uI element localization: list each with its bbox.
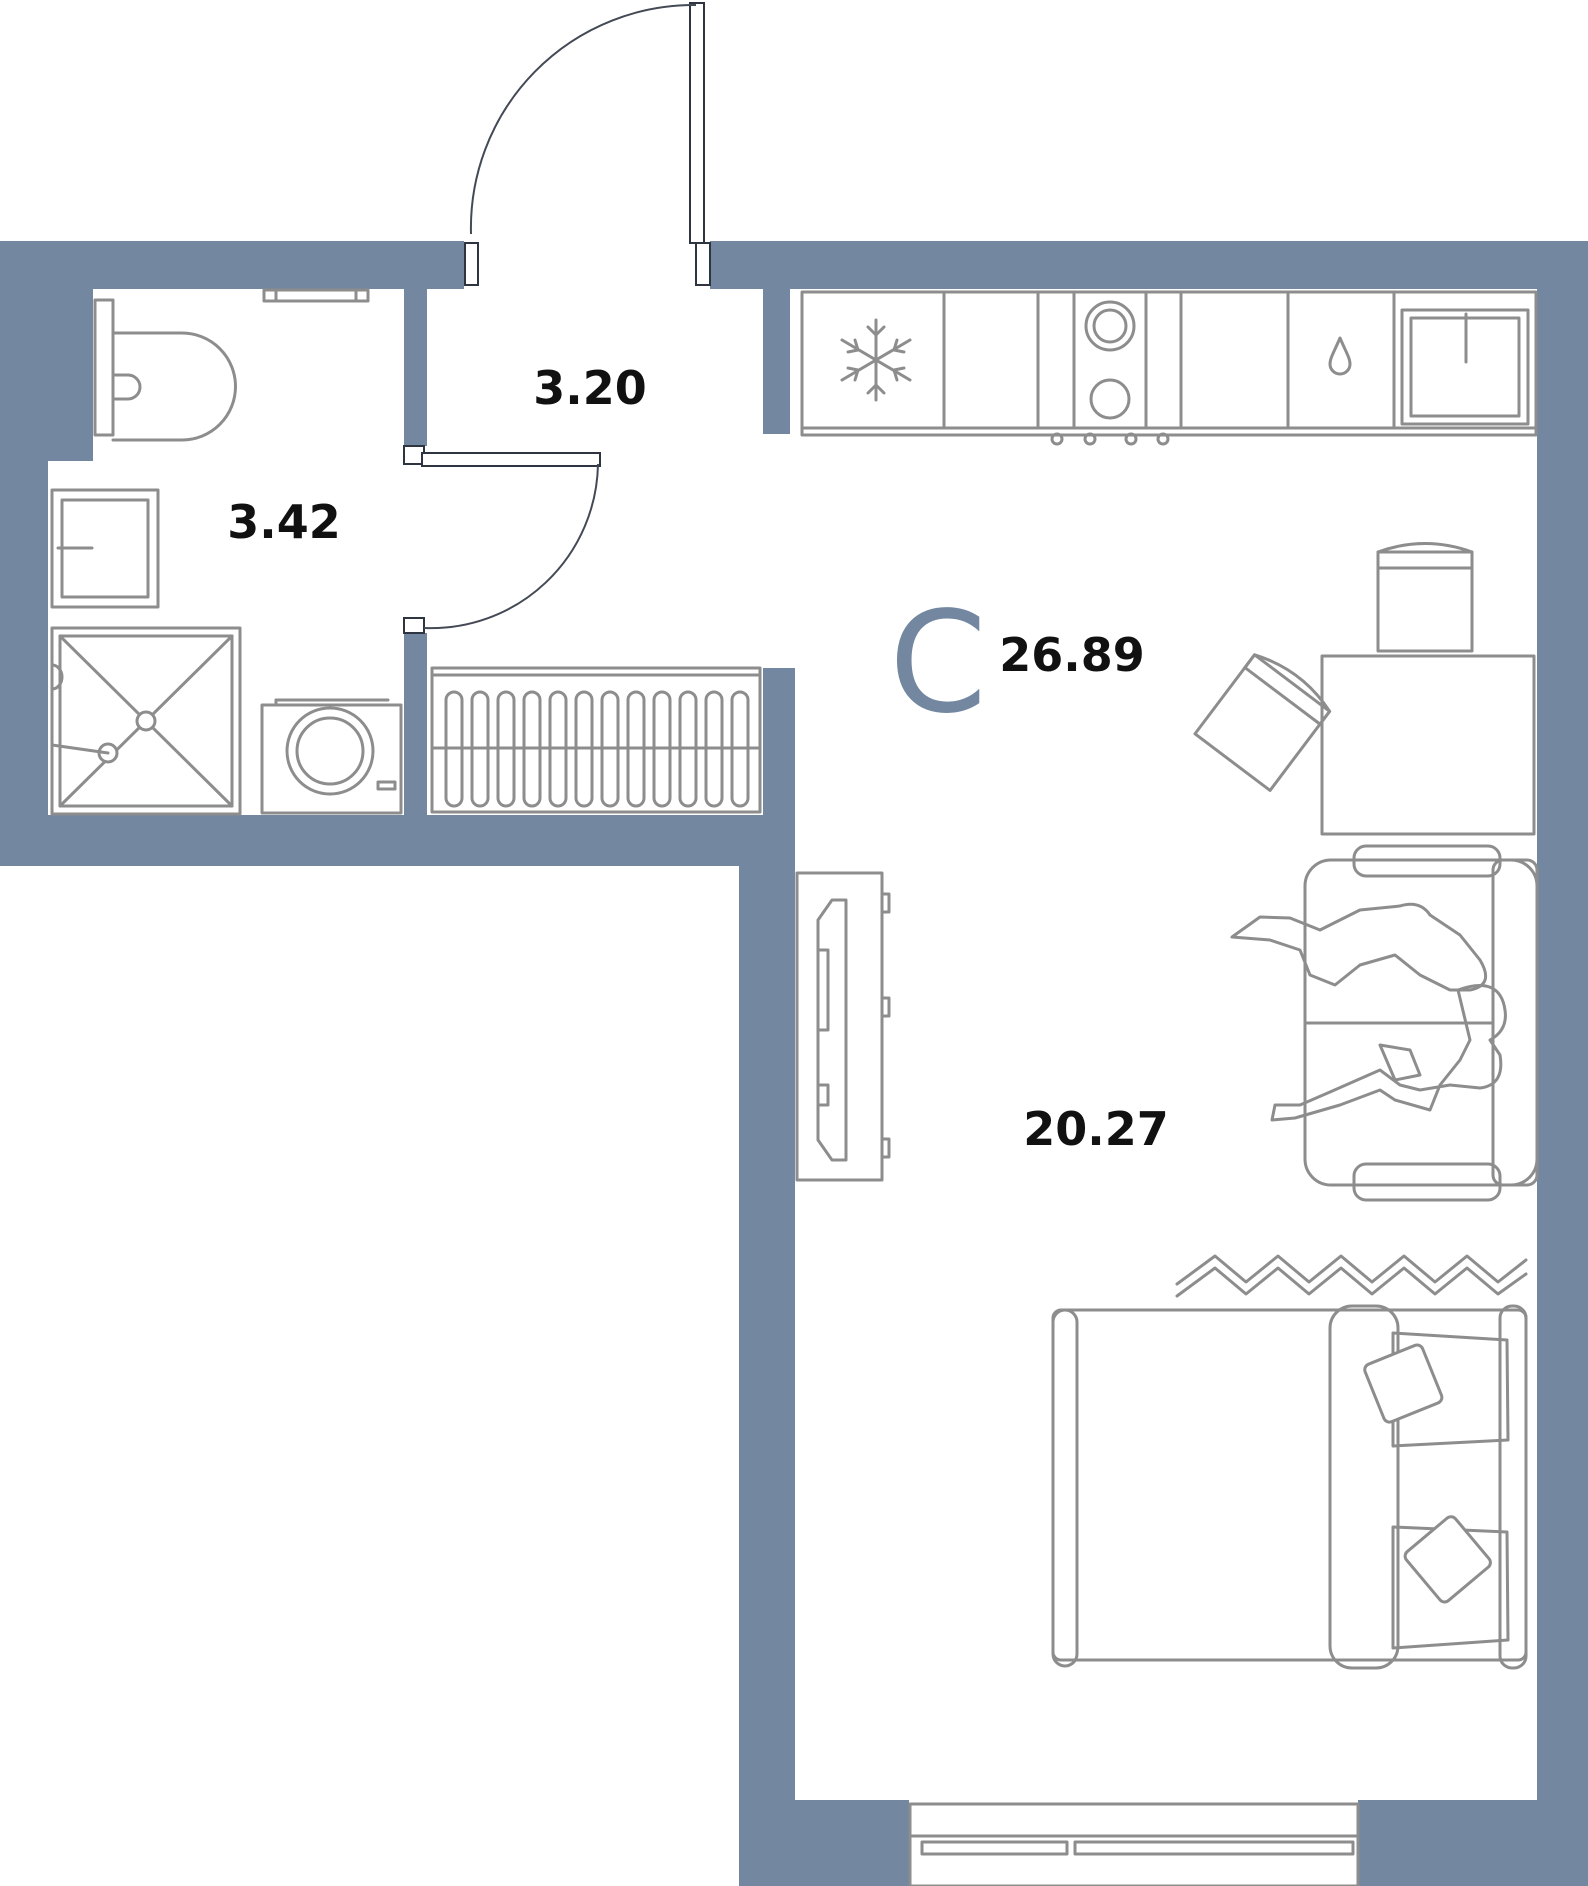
- window-icon: [908, 1802, 1360, 1886]
- water-drop-icon: [1328, 336, 1352, 376]
- kitchen-sink-icon: [1400, 308, 1530, 426]
- radiator-coil: [522, 690, 542, 808]
- radiator-coil: [574, 690, 594, 808]
- pillow-icon: [1403, 1515, 1492, 1604]
- shower-icon: [50, 626, 242, 816]
- wall-left: [0, 241, 48, 866]
- bed-icon: [1051, 1304, 1528, 1670]
- person-figure: [1230, 902, 1488, 992]
- radiator-coil: [652, 690, 672, 808]
- bathroom-area-label: 3.42: [227, 495, 341, 549]
- chair-icon: [1193, 653, 1332, 792]
- wall-bottom-wet: [0, 815, 795, 866]
- washing-machine-icon: [260, 698, 403, 815]
- dining-table-icon: [1320, 654, 1536, 836]
- person-figure: [1270, 984, 1507, 1122]
- wall-bath-pier: [48, 289, 93, 461]
- apartment-type-label: С: [889, 582, 987, 745]
- radiator-coil: [626, 690, 646, 808]
- wall-kitchen-pier: [763, 289, 790, 434]
- radiator-coil: [444, 690, 464, 808]
- wall-top-left: [0, 241, 464, 289]
- radiator-coils: [444, 690, 750, 808]
- pillow-icon: [1363, 1343, 1444, 1424]
- radiator-coil: [600, 690, 620, 808]
- wall-top-right: [710, 241, 1588, 289]
- living-area-label: 20.27: [1023, 1102, 1169, 1156]
- room-labels: 3.20 3.42 20.27 С 26.89: [227, 361, 1169, 1156]
- radiator-icon: [430, 666, 762, 814]
- wall-bath-partition-top: [404, 289, 427, 446]
- entrance-door-icon: [464, 2, 711, 286]
- radiator-coil: [548, 690, 568, 808]
- cooktop-icon: [1050, 300, 1170, 446]
- bathroom-fixtures: [50, 288, 403, 816]
- snowflake-icon: [840, 318, 912, 402]
- towel-rail-icon: [262, 288, 370, 303]
- sofa-icon: [1230, 844, 1539, 1202]
- kitchen: [800, 290, 1538, 446]
- chair-icon: [1376, 542, 1474, 653]
- wall-bath-partition-bottom: [404, 633, 427, 815]
- total-area-label: 26.89: [999, 628, 1145, 682]
- wall-inner-vertical: [739, 815, 795, 1886]
- wall-right: [1537, 241, 1588, 1886]
- radiator-coil: [704, 690, 724, 808]
- wall-radiator-partition: [763, 668, 795, 818]
- rug-icon: [1175, 1254, 1528, 1298]
- tv-icon: [795, 871, 891, 1182]
- radiator-coil: [678, 690, 698, 808]
- radiator-coil: [470, 690, 490, 808]
- walls: [0, 241, 1588, 1886]
- radiator-coil: [730, 690, 750, 808]
- hall-area-label: 3.20: [533, 361, 647, 415]
- bathroom-door-icon: [403, 445, 601, 634]
- sink-icon: [50, 488, 160, 609]
- toilet-icon: [93, 298, 237, 442]
- wall-bottom-left: [739, 1800, 909, 1886]
- radiator-coil: [496, 690, 516, 808]
- wall-bottom-right: [1358, 1800, 1588, 1886]
